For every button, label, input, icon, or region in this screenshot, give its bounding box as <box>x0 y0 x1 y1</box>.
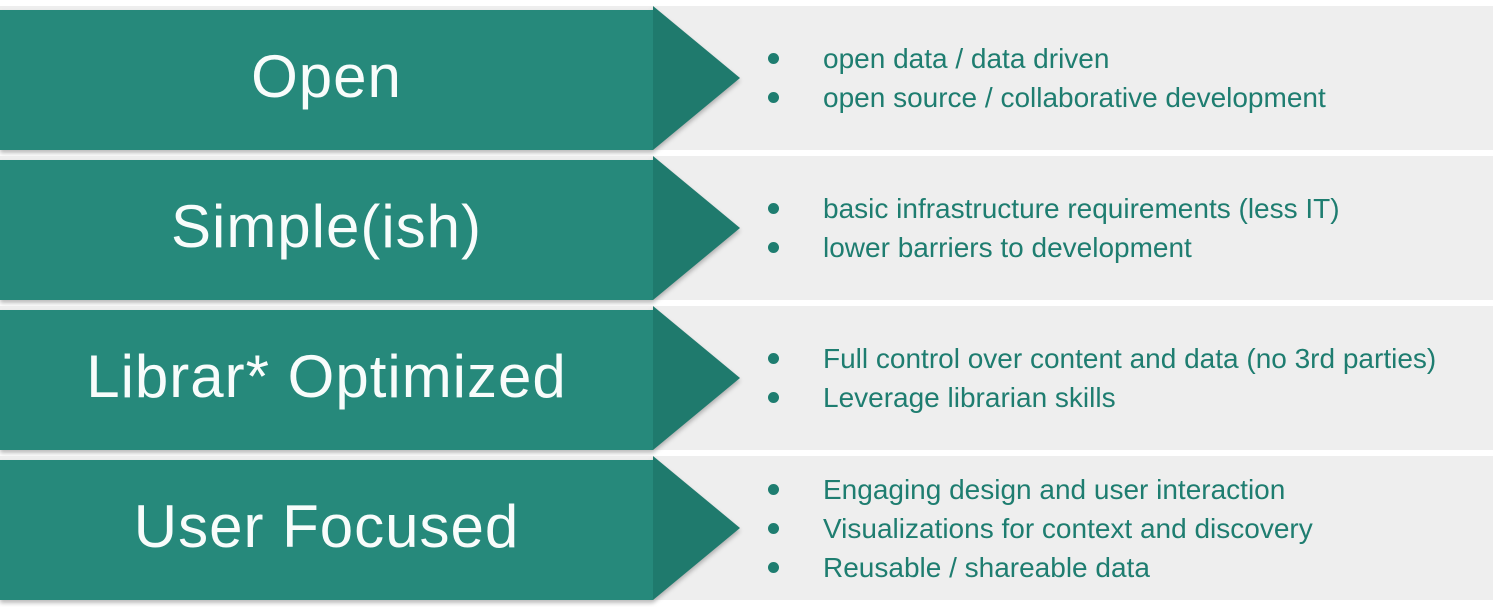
dot-icon <box>768 203 779 214</box>
bullet-text: Engaging design and user interaction <box>823 473 1286 505</box>
bullet-text: Reusable / shareable data <box>823 551 1150 583</box>
feature-row-librar-optimized: Librar* Optimized Full control over cont… <box>0 306 1493 450</box>
bullet-item: Engaging design and user interaction <box>768 470 1313 509</box>
arrow-banner-body: Simple(ish) <box>0 160 653 300</box>
dot-icon <box>768 242 779 253</box>
bullet-text: Visualizations for context and discovery <box>823 512 1313 544</box>
right-chevron-icon <box>653 6 740 150</box>
bullet-item: basic infrastructure requirements (less … <box>768 189 1340 228</box>
arrow-banner-body: User Focused <box>0 460 653 600</box>
bullet-item: open source / collaborative development <box>768 78 1326 117</box>
dot-icon <box>768 483 779 495</box>
bullet-item: Reusable / shareable data <box>768 548 1313 587</box>
dot-icon <box>768 53 779 64</box>
arrow-banner: Simple(ish) <box>0 156 740 300</box>
right-chevron-icon <box>653 456 740 600</box>
feature-row-open: Open open data / data driven open source… <box>0 6 1493 150</box>
arrow-banner: Librar* Optimized <box>0 306 740 450</box>
arrow-banner: Open <box>0 6 740 150</box>
bullet-list: open data / data driven open source / co… <box>768 39 1326 117</box>
bullet-list: Full control over content and data (no 3… <box>768 339 1436 417</box>
bullet-text: Full control over content and data (no 3… <box>823 343 1437 374</box>
right-chevron-icon <box>653 156 740 300</box>
banner-label: User Focused <box>133 493 520 560</box>
bullet-item: open data / data driven <box>768 39 1326 78</box>
bullet-list: Engaging design and user interaction Vis… <box>768 470 1313 587</box>
bullet-text: basic infrastructure requirements (less … <box>823 193 1340 224</box>
bullet-item: Visualizations for context and discovery <box>768 509 1313 548</box>
arrow-banner: User Focused <box>0 456 740 600</box>
bullet-item: lower barriers to development <box>768 228 1340 267</box>
dot-icon <box>768 92 779 103</box>
banner-label: Open <box>251 43 402 110</box>
bullet-text: open source / collaborative development <box>823 82 1326 113</box>
feature-row-simple: Simple(ish) basic infrastructure require… <box>0 156 1493 300</box>
banner-label: Librar* Optimized <box>86 343 567 410</box>
bullet-list: basic infrastructure requirements (less … <box>768 189 1340 267</box>
right-chevron-icon <box>653 306 740 450</box>
arrow-banner-body: Open <box>0 10 653 150</box>
dot-icon <box>768 353 779 364</box>
arrow-banner-body: Librar* Optimized <box>0 310 653 450</box>
feature-row-user-focused: User Focused Engaging design and user in… <box>0 456 1493 600</box>
bullet-text: Leverage librarian skills <box>823 382 1116 413</box>
bullet-item: Full control over content and data (no 3… <box>768 339 1436 378</box>
banner-label: Simple(ish) <box>170 193 483 260</box>
bullet-item: Leverage librarian skills <box>768 378 1436 417</box>
dot-icon <box>768 392 779 403</box>
bullet-text: open data / data driven <box>823 43 1110 74</box>
dot-icon <box>768 522 779 534</box>
bullet-text: lower barriers to development <box>823 232 1192 263</box>
dot-icon <box>768 561 779 573</box>
